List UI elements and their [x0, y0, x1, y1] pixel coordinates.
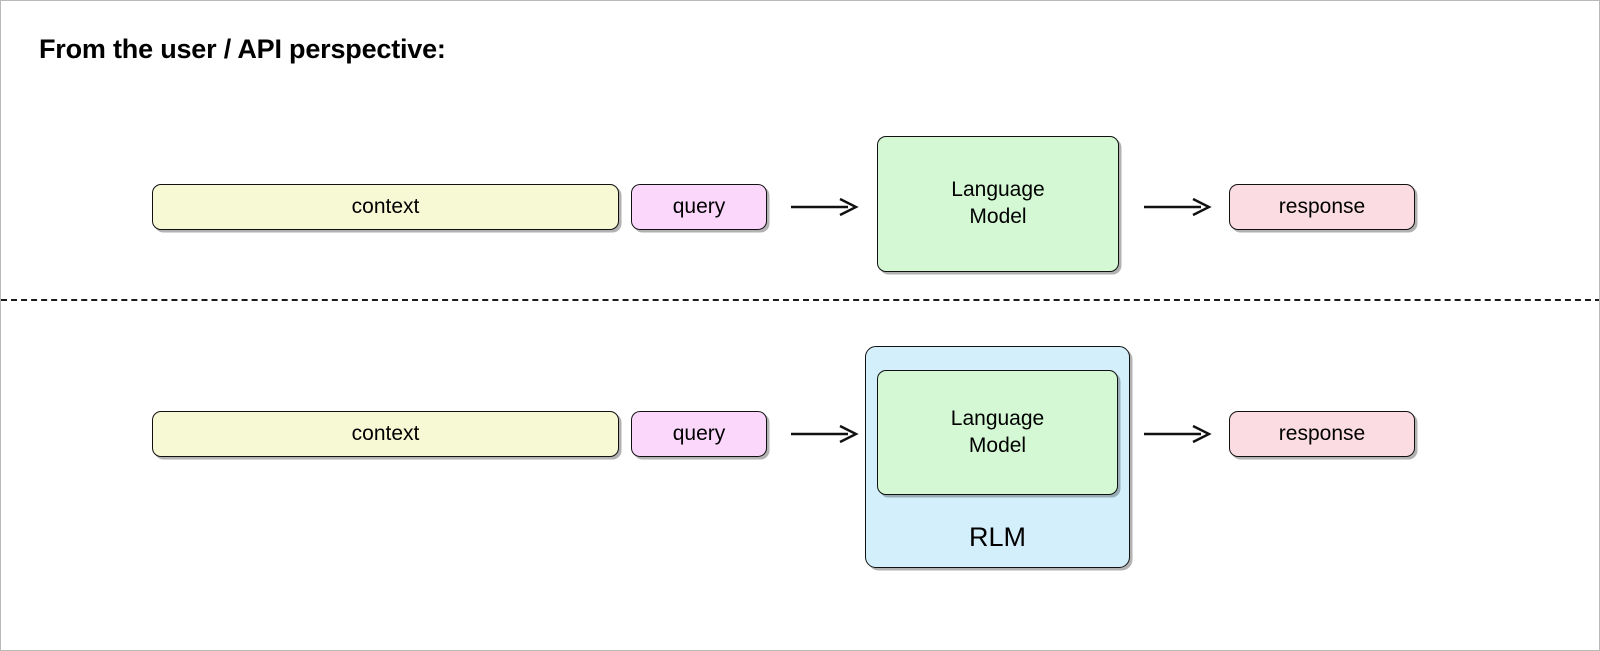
- top-context-label: context: [351, 194, 420, 218]
- top-query-box: query: [631, 184, 767, 230]
- arrow-right-icon-lm-to-response: [1144, 197, 1212, 217]
- bottom-context-box: context: [152, 411, 619, 457]
- top-language-model-line1: Language: [951, 178, 1045, 202]
- top-response-label: response: [1278, 194, 1366, 218]
- bottom-response-box: response: [1229, 411, 1415, 457]
- top-query-label: query: [672, 194, 726, 218]
- bottom-response-label: response: [1278, 421, 1366, 445]
- bottom-context-label: context: [351, 421, 420, 445]
- arrow-right-icon-query-to-rlm: [791, 424, 859, 444]
- bottom-query-label: query: [672, 421, 726, 445]
- section-divider: [1, 299, 1599, 301]
- arrow-right-icon-query-to-lm: [791, 197, 859, 217]
- page-title: From the user / API perspective:: [39, 34, 446, 64]
- bottom-language-model-box: Language Model: [877, 370, 1118, 495]
- top-context-box: context: [152, 184, 619, 230]
- top-language-model-line2: Model: [969, 205, 1027, 228]
- bottom-language-model-line1: Language: [950, 406, 1045, 430]
- arrow-right-icon-rlm-to-response: [1144, 424, 1212, 444]
- bottom-language-model-line2: Model: [968, 433, 1027, 457]
- bottom-language-model-label: Language Model: [951, 406, 1044, 460]
- top-language-model-box: Language Model: [877, 136, 1119, 272]
- top-language-model-label: Language Model: [951, 177, 1044, 231]
- bottom-query-box: query: [631, 411, 767, 457]
- top-response-box: response: [1229, 184, 1415, 230]
- rlm-label: RLM: [968, 522, 1026, 553]
